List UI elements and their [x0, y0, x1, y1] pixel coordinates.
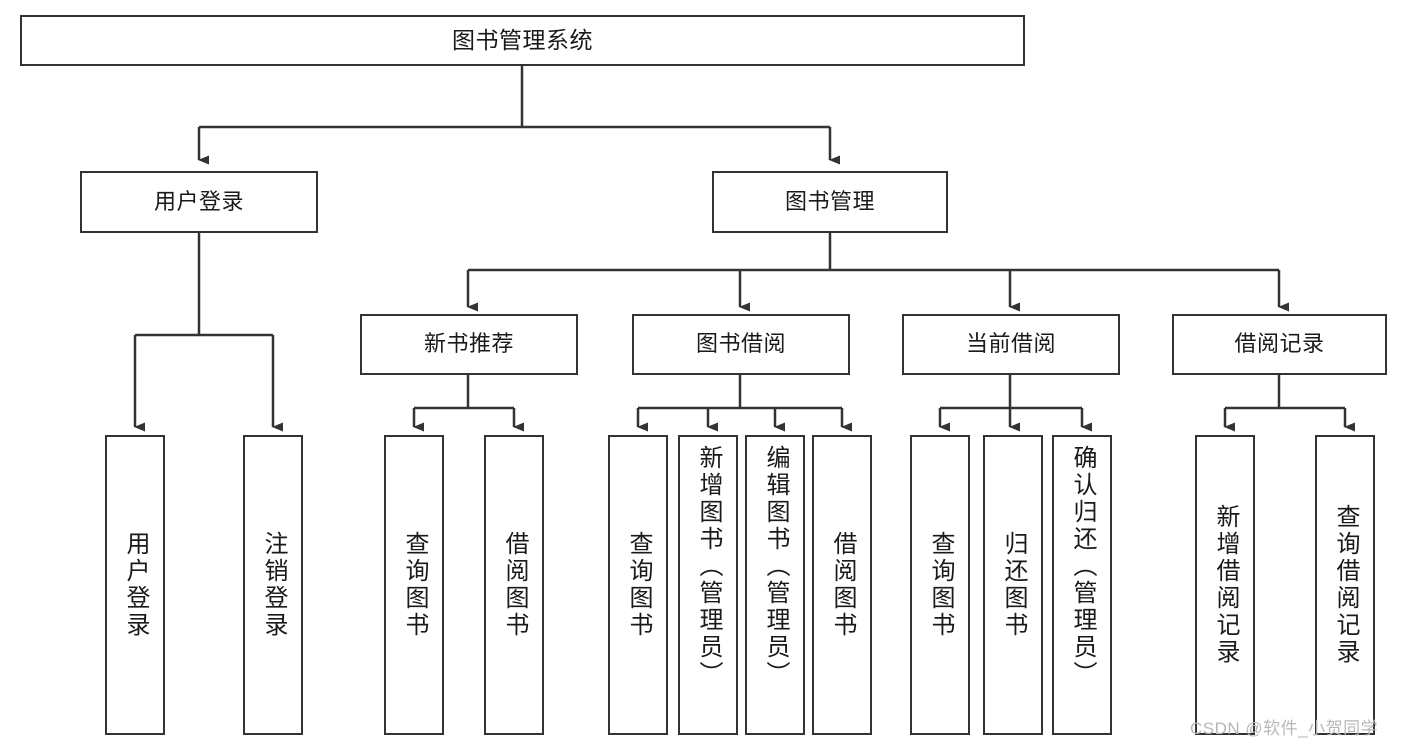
node-label: 当前借阅	[965, 331, 1056, 357]
node-label: 查询借阅记录	[1332, 504, 1359, 666]
node-leaf-borrow-edit-book-admin[interactable]: 编辑图书（管理员）	[745, 435, 805, 735]
node-leaf-borrow-add-book-admin[interactable]: 新增图书（管理员）	[678, 435, 738, 735]
node-label: 新书推荐	[423, 331, 514, 357]
node-new-book-recommendation[interactable]: 新书推荐	[360, 314, 578, 375]
node-book-borrowing[interactable]: 图书借阅	[632, 314, 850, 375]
node-book-management[interactable]: 图书管理	[712, 171, 948, 233]
node-label: 借阅图书	[829, 531, 856, 639]
node-leaf-record-search[interactable]: 查询借阅记录	[1315, 435, 1375, 735]
node-label: 用户登录	[153, 188, 244, 214]
node-label: 编辑图书（管理员）	[762, 445, 789, 688]
node-label: 借阅图书	[501, 531, 528, 639]
node-leaf-current-return-book[interactable]: 归还图书	[983, 435, 1043, 735]
node-leaf-rec-query-book[interactable]: 查询图书	[384, 435, 444, 735]
node-leaf-borrow-query-book[interactable]: 查询图书	[608, 435, 668, 735]
node-leaf-user-login[interactable]: 用户登录	[105, 435, 165, 735]
node-label: 图书借阅	[695, 331, 786, 357]
node-label: 查询图书	[401, 531, 428, 639]
node-label: 查询图书	[625, 531, 652, 639]
node-label: 新增图书（管理员）	[695, 445, 722, 688]
node-leaf-user-logout[interactable]: 注销登录	[243, 435, 303, 735]
node-root-book-management-system[interactable]: 图书管理系统	[20, 15, 1025, 66]
node-label: 图书管理	[784, 188, 875, 214]
node-label: 确认归还（管理员）	[1069, 445, 1096, 688]
csdn-watermark: CSDN @软件_小贺同学	[1190, 719, 1379, 738]
node-leaf-rec-borrow-book[interactable]: 借阅图书	[484, 435, 544, 735]
node-label: 归还图书	[1000, 531, 1027, 639]
node-current-borrowing[interactable]: 当前借阅	[902, 314, 1120, 375]
node-leaf-current-confirm-return-admin[interactable]: 确认归还（管理员）	[1052, 435, 1112, 735]
node-label: 借阅记录	[1234, 331, 1325, 357]
node-label: 注销登录	[260, 531, 287, 639]
node-label: 查询图书	[927, 531, 954, 639]
node-label: 用户登录	[122, 531, 149, 639]
node-user-login[interactable]: 用户登录	[80, 171, 318, 233]
node-leaf-current-query-book[interactable]: 查询图书	[910, 435, 970, 735]
node-leaf-borrow-lend-book[interactable]: 借阅图书	[812, 435, 872, 735]
node-label: 新增借阅记录	[1212, 504, 1239, 666]
node-leaf-record-add[interactable]: 新增借阅记录	[1195, 435, 1255, 735]
node-borrowing-record[interactable]: 借阅记录	[1172, 314, 1387, 375]
node-label: 图书管理系统	[452, 26, 593, 53]
